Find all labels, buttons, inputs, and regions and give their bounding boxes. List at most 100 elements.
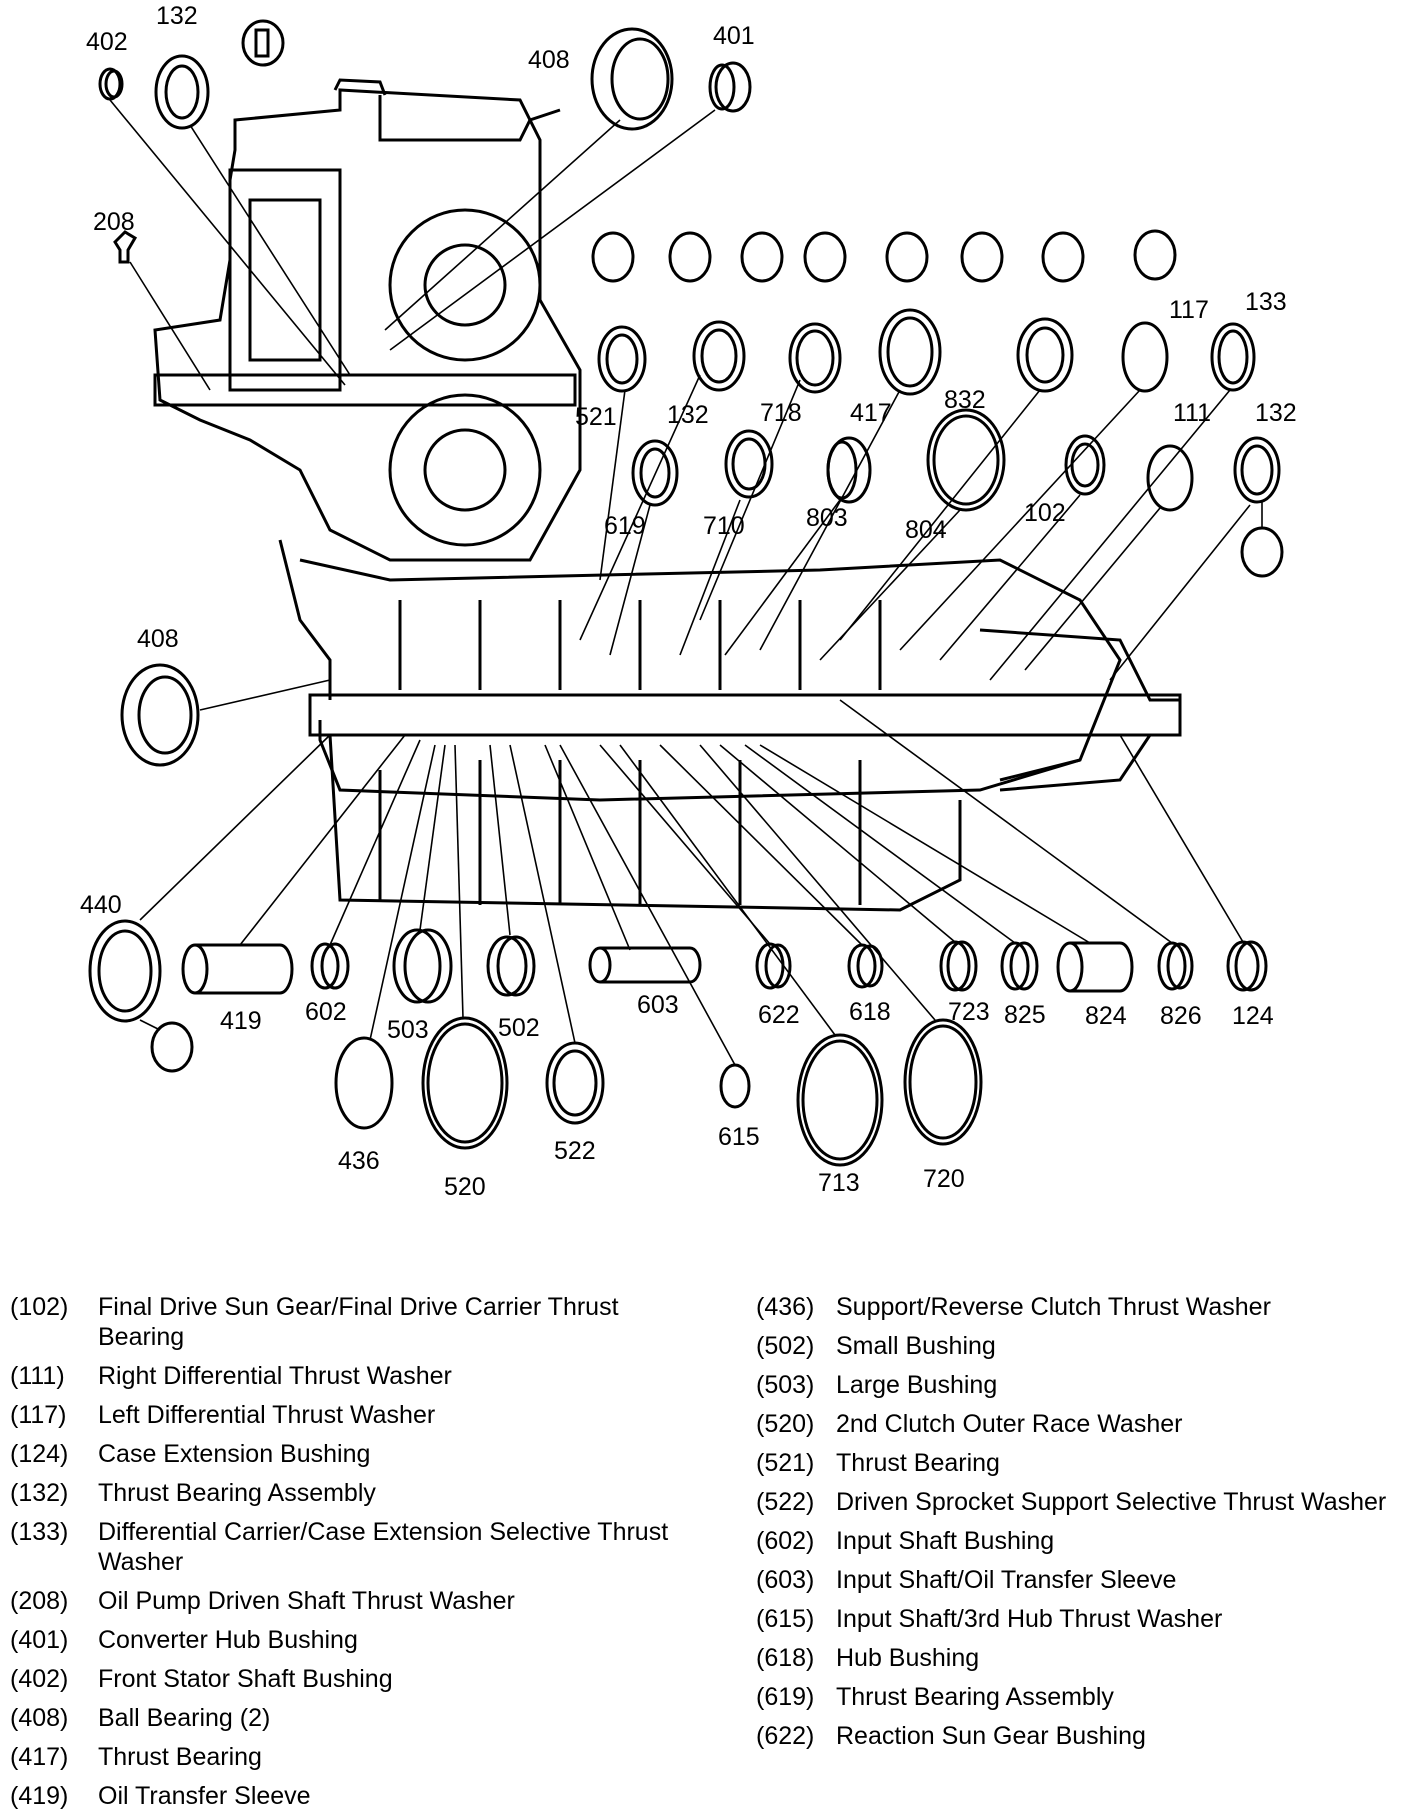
legend-item: (401)Converter Hub Bushing [10,1625,710,1655]
part-615-washer [719,1063,751,1109]
legend-description: Input Shaft/Oil Transfer Sleeve [836,1566,1177,1594]
part-icon-circle [591,231,635,283]
part-619-bearing [631,439,679,507]
part-401-bushing [714,61,752,113]
legend-description: Small Bushing [836,1332,996,1360]
legend-item: (619)Thrust Bearing Assembly [756,1682,1396,1712]
legend-code: (622) [756,1722,815,1750]
part-520-washer [421,1016,509,1150]
part-102-bearing [1064,434,1106,496]
legend-item: (522) Driven Sprocket Support Selective T… [756,1487,1396,1517]
legend-description: Input Shaft/3rd Hub Thrust Washer [836,1605,1223,1633]
legend-item: (622) Reaction Sun Gear Bushing [756,1721,1396,1751]
legend-description: Differential Carrier/Case Extension Sele… [98,1518,669,1576]
legend-description: Hub Bushing [836,1644,980,1672]
part-521-bearing [597,325,647,393]
legend-description: Ball Bearing (2) [98,1704,271,1732]
transaxle-main-case [299,558,1122,802]
legend-code: (417) [10,1743,69,1771]
pump-cover [333,78,387,96]
legend-code: (117) [10,1401,67,1429]
callout-label: 803 [806,504,848,532]
legend-description: Thrust Bearing [836,1449,1000,1477]
callout-labels: 132 402 408 401 208 117 133 521 132 718 … [80,2,1297,1201]
legend-code: (602) [756,1527,815,1555]
legend-code: (408) [10,1704,69,1732]
part-502-bushing [486,935,528,997]
part-icon-circle [668,231,712,283]
legend-item: (132)Thrust Bearing Assembly [10,1478,710,1508]
part-718-washer [788,322,842,394]
valve-body-cover [378,95,561,142]
legend-code: (603) [756,1566,815,1594]
legend-description: Right Differential Thrust Washer [98,1362,452,1390]
callout-label: 117 [1169,296,1209,324]
legend-item: (102) Final Drive Sun Gear/Final Drive Ca… [10,1292,710,1352]
output-shaft [308,693,1182,737]
part-icon-circle [1041,231,1085,283]
callout-label: 502 [498,1014,540,1042]
legend-code: (133) [10,1518,69,1546]
callout-label: 132 [156,2,198,30]
legend-description: Reaction Sun Gear Bushing [836,1722,1146,1750]
legend-description: Final Drive Sun Gear/Final Drive Carrier… [98,1293,619,1351]
part-icon-circle [1133,229,1177,281]
legend-code: (436) [756,1293,815,1321]
legend-left-column: (102) Final Drive Sun Gear/Final Drive Ca… [10,1292,710,1820]
callout-label: 603 [637,991,679,1019]
legend-item: (615)Input Shaft/3rd Hub Thrust Washer [756,1604,1396,1634]
legend-description: Oil Pump Driven Shaft Thrust Washer [98,1587,515,1615]
lower-gear-housing [328,734,962,912]
callout-label: 208 [93,208,135,236]
legend-item: (618)Hub Bushing [756,1643,1396,1673]
callout-label: 111 [1173,399,1211,427]
callout-label: 602 [305,998,347,1026]
legend-description: Support/Reverse Clutch Thrust Washer [836,1293,1271,1321]
part-723-ring [939,940,971,992]
transaxle-exploded-diagram: 132 402 408 401 208 117 133 521 132 718 … [80,2,1297,1201]
part-132-ring [154,54,210,130]
part-132-bearing-3 [1233,436,1281,504]
case-extension [979,628,1182,792]
part-132-bearing-2 [1016,317,1074,393]
legend-description: Thrust Bearing Assembly [836,1683,1114,1711]
part-804-ring [926,408,1006,512]
part-417-bearing [878,308,942,396]
legend-code: (402) [10,1665,69,1693]
legend-description: 2nd Clutch Outer Race Washer [836,1410,1183,1438]
legend-item: (520)2nd Clutch Outer Race Washer [756,1409,1396,1439]
legend-description: Input Shaft Bushing [836,1527,1055,1555]
part-602-bushing [310,942,340,990]
part-icon-circle [150,1021,194,1073]
part-132-bearing [692,320,746,392]
transaxle-upper-housing [153,88,582,562]
legend-description: Case Extension Bushing [98,1440,371,1468]
part-408-upper-bearing [590,27,674,131]
legend-code: (132) [10,1479,69,1507]
legend-right-column: (436) Support/Reverse Clutch Thrust Washe… [756,1292,1396,1760]
callout-label: 804 [905,516,947,544]
legend-item: (117)Left Differential Thrust Washer [10,1400,710,1430]
part-124-ring [1226,940,1260,992]
legend-code: (102) [10,1293,69,1321]
legend-description: Driven Sprocket Support Selective Thrust… [836,1488,1387,1516]
callout-label: 436 [338,1147,380,1175]
part-720-washer [903,1018,983,1146]
legend-item: (417)Thrust Bearing [10,1742,710,1772]
callout-label: 718 [760,399,802,427]
legend-description: Large Bushing [836,1371,998,1399]
callout-label: 825 [1004,1001,1046,1029]
part-icon-circle [960,231,1004,283]
legend-item: (602) Input Shaft Bushing [756,1526,1396,1556]
legend-code: (522) [756,1488,815,1516]
legend-item: (408) Ball Bearing (2) [10,1703,710,1733]
callout-label: 402 [86,28,128,56]
part-713-washer [796,1033,884,1167]
callout-label: 417 [850,399,892,427]
legend-item: (502)Small Bushing [756,1331,1396,1361]
part-408-lower-bearing [120,663,200,767]
part-436-washer [334,1036,394,1130]
callout-label: 615 [718,1123,760,1151]
input-shaft [153,373,577,407]
callout-label: 824 [1085,1002,1127,1030]
